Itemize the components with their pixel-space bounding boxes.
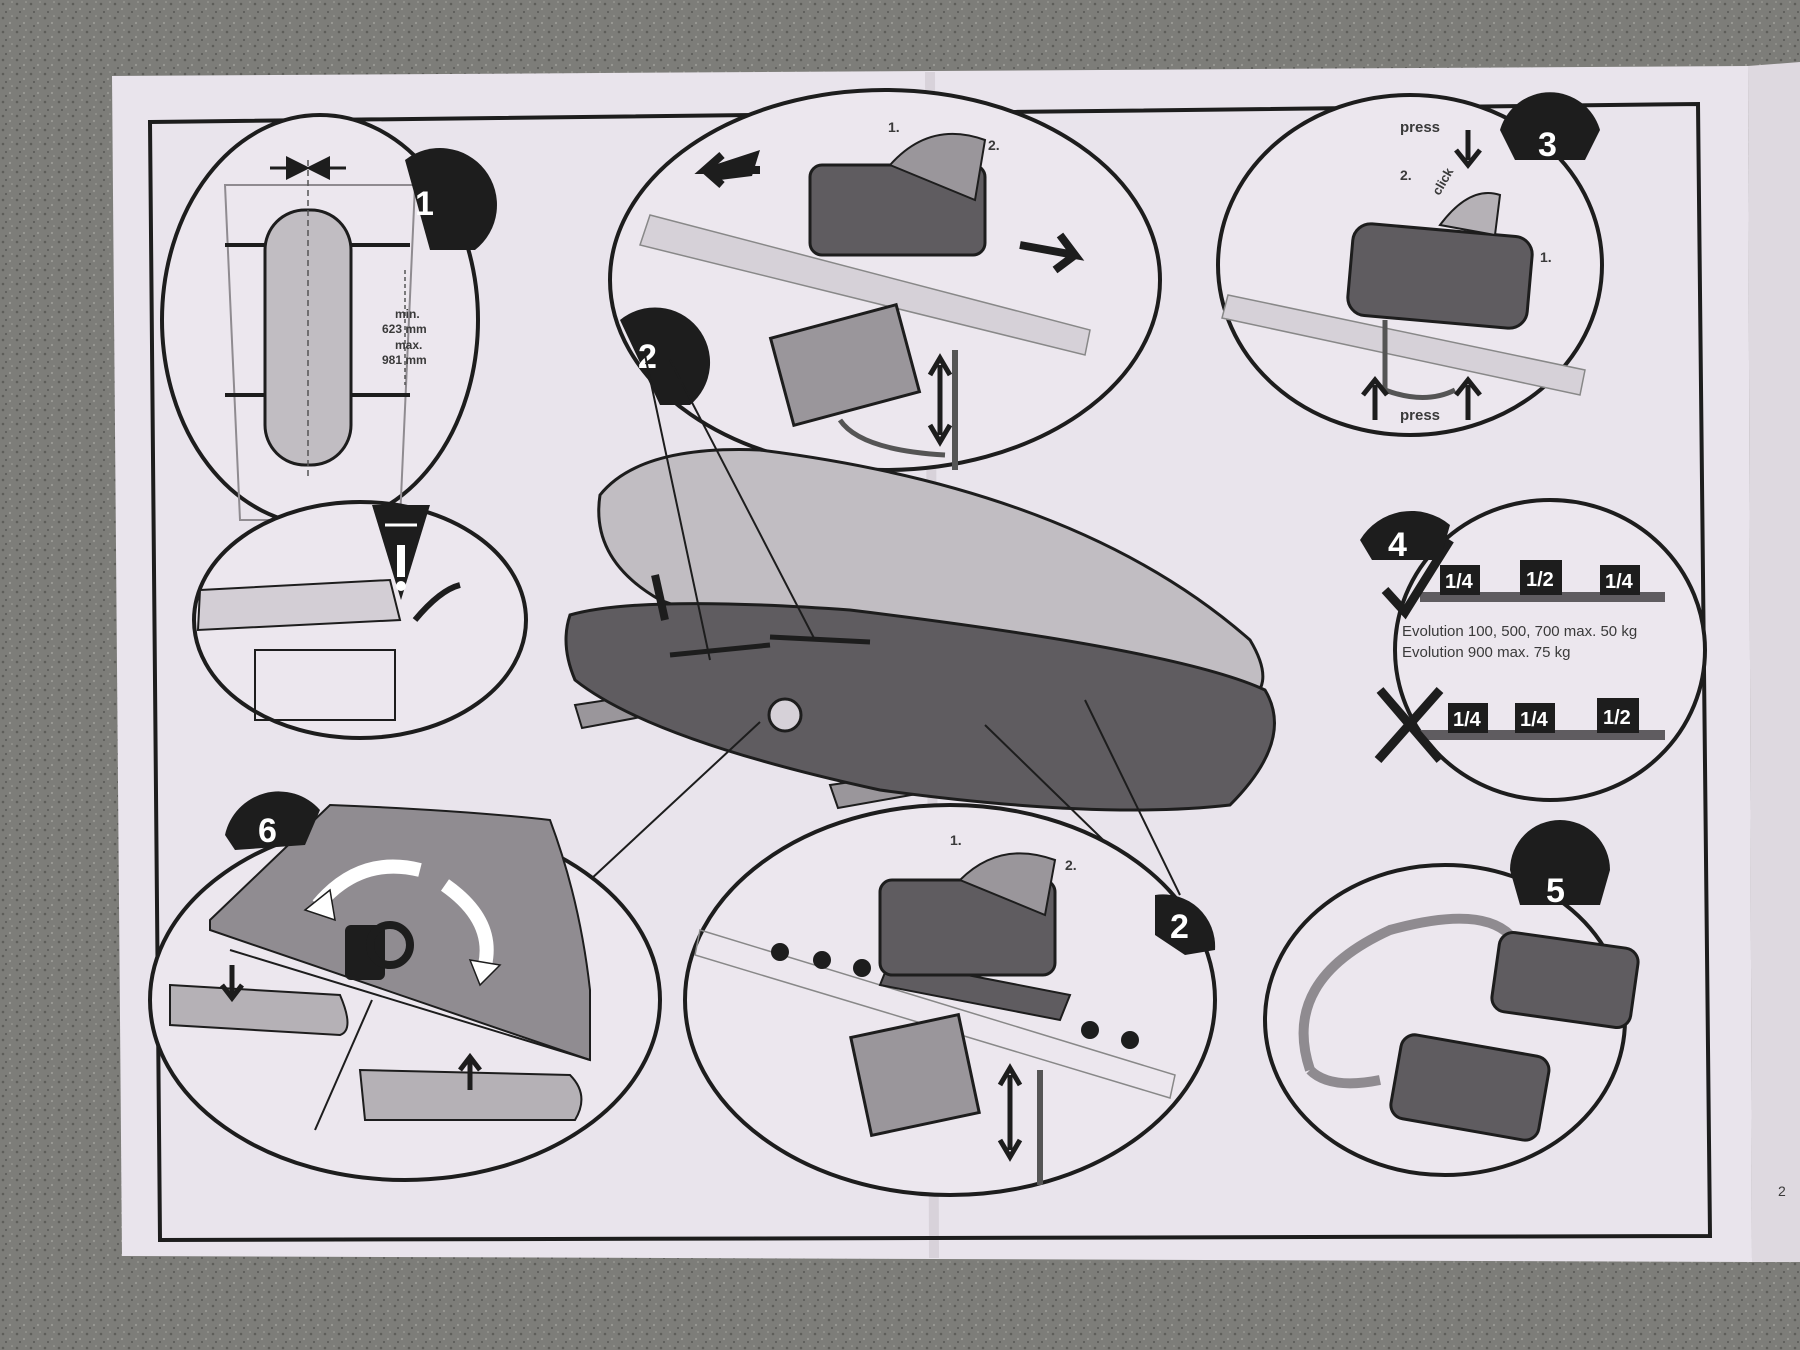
step2-top-badge: 2: [620, 307, 711, 405]
step1-number: 1: [415, 185, 434, 223]
step4-load-line-2: Evolution 900 max. 75 kg: [1402, 644, 1570, 661]
step2-bottom-mark-1: 1.: [950, 832, 962, 848]
step4-load-line-1: Evolution 100, 500, 700 max. 50 kg: [1402, 623, 1637, 640]
slide-left-arrow: [694, 152, 760, 188]
svg-text:1/4: 1/4: [1520, 709, 1549, 731]
step3-press-bottom: press: [1400, 407, 1440, 424]
step1-min-value: 623 mm: [382, 322, 427, 336]
svg-text:1/4: 1/4: [1605, 571, 1634, 593]
paper-next-page: [1748, 62, 1800, 1262]
step2-top-number: 2: [638, 338, 657, 376]
step1-max-value: 981 mm: [382, 353, 427, 367]
step6-panel: [148, 803, 662, 1182]
step4-weight-good-3: 1/4: [1600, 565, 1640, 595]
step1-detail-panel: [192, 500, 528, 740]
step2-top-panel: [608, 88, 1162, 472]
step2-bottom-badge: 2: [1155, 894, 1216, 955]
step3-badge: 3: [1500, 92, 1600, 164]
step4-weight-bad-3: 1/2: [1597, 698, 1639, 733]
step6-badge: 6: [225, 791, 320, 850]
step2-bottom-panel: [683, 803, 1217, 1197]
step5-badge: 5: [1510, 820, 1610, 910]
step1-max-label: max.: [395, 338, 422, 352]
step2-bottom-number: 2: [1170, 908, 1189, 946]
slide-right-arrow: [1019, 232, 1085, 274]
step3-press-top: press: [1400, 119, 1440, 136]
updown-arrow-icon: [927, 353, 953, 447]
updown-arrow-icon: [997, 1063, 1023, 1162]
step1-panel: [160, 113, 480, 527]
svg-text:1/2: 1/2: [1603, 707, 1631, 729]
press-up-arrow-icon: [1361, 375, 1389, 420]
page-number: 2: [1778, 1183, 1786, 1199]
step4-weight-good-2: 1/2: [1520, 560, 1562, 595]
roof-box-main: [564, 354, 1276, 906]
svg-text:1/4: 1/4: [1453, 709, 1482, 731]
step5-number: 5: [1546, 872, 1565, 910]
step4-weight-bad-2: 1/4: [1515, 703, 1555, 733]
step3-mark-1: 1.: [1540, 249, 1552, 265]
step1-badge: 1: [405, 148, 497, 250]
step2-bottom-mark-2: 2.: [1065, 857, 1077, 873]
step2-top-mark-1: 1.: [888, 119, 900, 135]
press-down-arrow-icon: [1454, 130, 1482, 170]
check-icon: [1381, 537, 1454, 620]
svg-text:1/4: 1/4: [1445, 571, 1474, 593]
step2-top-mark-2: 2.: [988, 137, 1000, 153]
step6-number: 6: [258, 812, 277, 850]
step3-panel: [1216, 93, 1604, 437]
step5-panel: [1263, 863, 1640, 1177]
instruction-frame: [147, 101, 1713, 1243]
step3-mark-2: 2.: [1400, 167, 1412, 183]
svg-text:1/2: 1/2: [1526, 569, 1554, 591]
step3-number: 3: [1538, 126, 1557, 164]
cross-icon: [1374, 687, 1444, 763]
step4-number: 4: [1388, 526, 1407, 564]
step4-badge: 4: [1360, 510, 1450, 564]
step1-min-label: min.: [395, 307, 420, 321]
step4-weight-bad-1: 1/4: [1448, 703, 1488, 733]
step4-weight-good-1: 1/4: [1440, 565, 1480, 595]
